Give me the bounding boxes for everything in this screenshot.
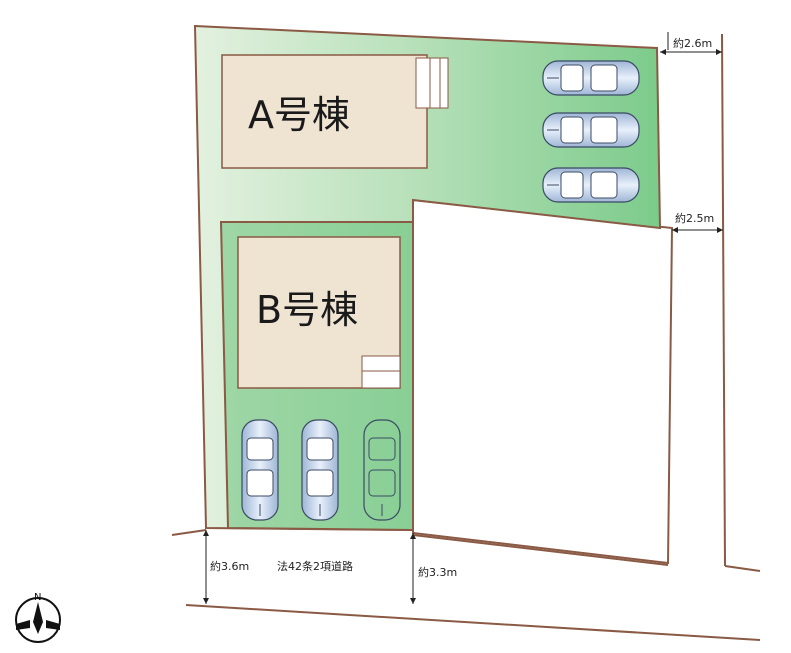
dimension-bottom-left: 約3.6m: [203, 530, 249, 604]
adjacent-lot: [412, 198, 674, 565]
neighbor-lines: [171, 33, 761, 641]
car-a1: [542, 60, 640, 96]
road-label: 法42条2項道路: [277, 559, 353, 573]
building-b-label: B号棟: [256, 288, 358, 332]
dimension-top-right: 約2.6m: [660, 32, 722, 55]
building-b: B号棟: [237, 236, 401, 389]
car-b3-outline: [363, 419, 401, 521]
compass-icon: N: [15, 592, 61, 643]
car-b2: [301, 419, 339, 521]
car-a3: [542, 167, 640, 203]
dimension-mid-right: 約2.5m: [672, 211, 723, 233]
dimension-top-right-label: 約2.6m: [673, 36, 712, 50]
dimension-bottom-mid-label: 約3.3m: [418, 565, 457, 579]
compass-north-label: N: [34, 592, 41, 603]
dimension-mid-right-label: 約2.5m: [675, 211, 714, 225]
dimension-bottom-left-label: 約3.6m: [210, 559, 249, 573]
dimension-bottom-mid: 約3.3m: [410, 533, 457, 604]
car-b1: [241, 419, 279, 521]
car-a2: [542, 112, 640, 148]
building-a-label: A号棟: [248, 93, 350, 137]
building-a: A号棟: [221, 54, 449, 169]
